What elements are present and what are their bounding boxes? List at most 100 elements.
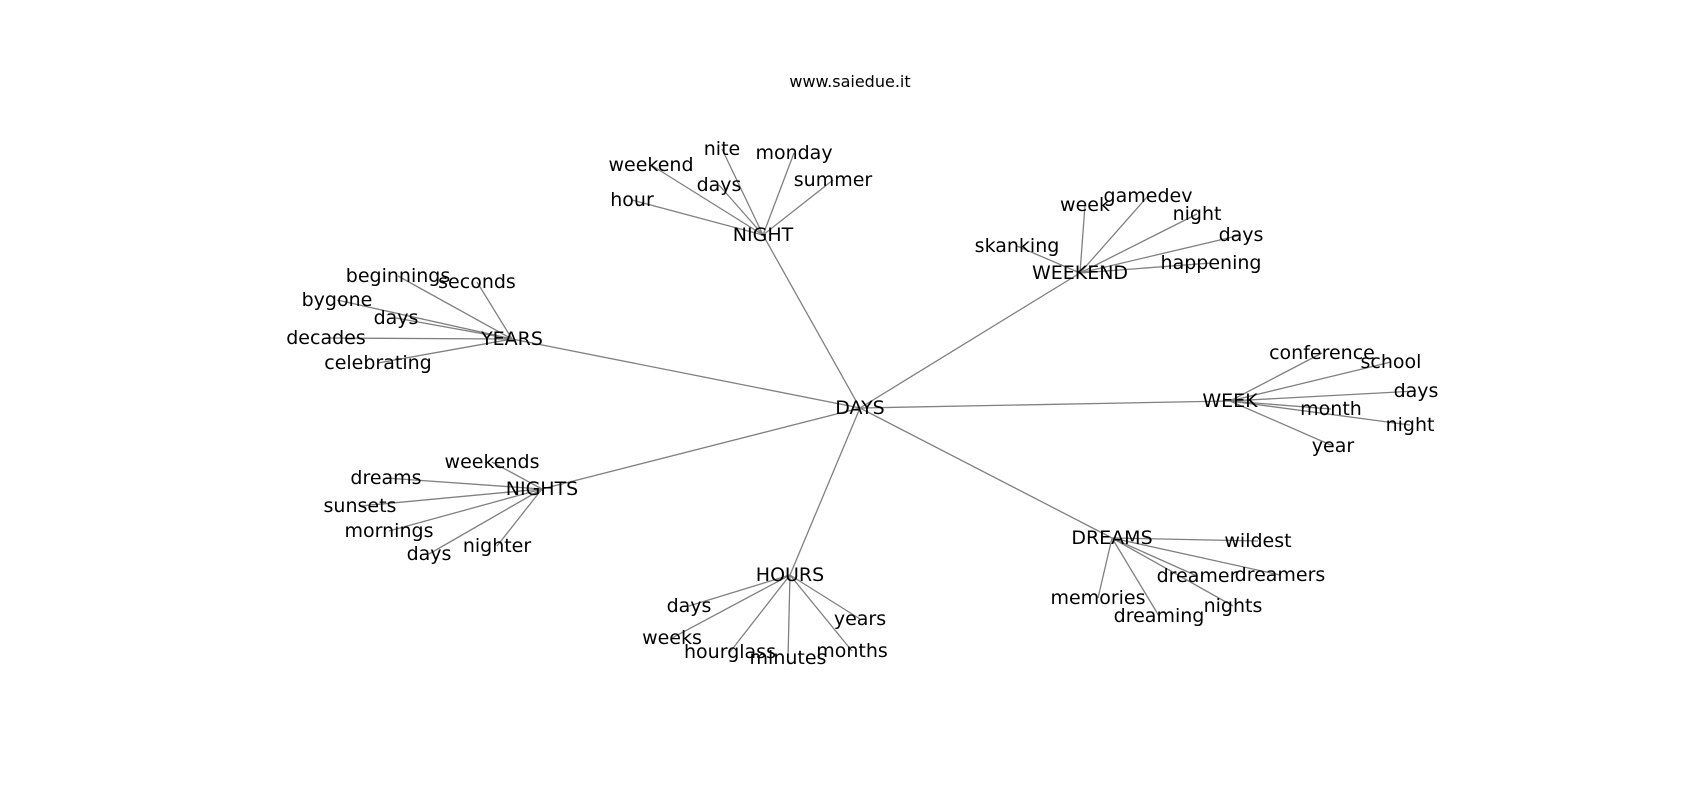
- edge-years-y_days: [395, 317, 513, 340]
- edge-night-n_monday: [762, 152, 795, 236]
- edge-dreams-d_dreamer: [1111, 537, 1198, 577]
- node-w-night: night: [1386, 414, 1435, 436]
- edge-hours-h_weeks: [671, 574, 791, 639]
- edge-nights-ns_weekends: [491, 461, 543, 490]
- edge-nights-ns_days: [428, 488, 543, 555]
- edge-hours-h_hourglass: [729, 574, 791, 653]
- node-y-bygone: bygone: [302, 289, 373, 311]
- edge-years-y_decades: [325, 337, 513, 340]
- node-hours: HOURS: [756, 564, 824, 586]
- edge-night-n_days: [718, 184, 764, 236]
- edge-hours-h_years: [789, 574, 861, 620]
- node-years: YEARS: [480, 328, 543, 350]
- label-layer: DAYS NIGHT WEEKEND YEARS WEEK NIGHTS HOURS DREA…: [286, 138, 1438, 669]
- edge-dreams-d_wildest: [1111, 537, 1259, 542]
- edge-days_root-weekend: [859, 272, 1081, 409]
- node-y-seconds: seconds: [438, 271, 516, 293]
- node-d-dreamers: dreamers: [1235, 564, 1326, 586]
- node-ns-mornings: mornings: [345, 520, 434, 542]
- edge-hours-h_months: [789, 574, 853, 652]
- edge-week-w_days: [1229, 390, 1417, 402]
- node-d-memories: memories: [1050, 587, 1145, 609]
- edge-days_root-years: [511, 338, 861, 409]
- edge-dreams-d_nights: [1111, 537, 1234, 607]
- edge-days_root-hours: [789, 407, 861, 576]
- node-n-hour: hour: [610, 189, 654, 211]
- node-we-gamedev: gamedev: [1104, 185, 1193, 207]
- node-y-decades: decades: [286, 327, 366, 349]
- node-night: NIGHT: [733, 224, 794, 246]
- edge-years-y_beginnings: [397, 275, 513, 340]
- node-ns-weekends: weekends: [445, 451, 540, 473]
- node-d-dreaming: dreaming: [1114, 605, 1205, 627]
- edge-weekend-we_week: [1079, 204, 1086, 274]
- node-n-nite: nite: [704, 138, 740, 160]
- edge-years-y_bygone: [336, 299, 513, 340]
- edge-week-w_conference: [1229, 352, 1323, 402]
- node-w-year: year: [1312, 435, 1355, 457]
- node-we-days: days: [1219, 224, 1264, 246]
- node-week: WEEK: [1202, 390, 1258, 412]
- edge-dreams-d_dreamers: [1111, 537, 1281, 576]
- edge-days_root-night: [762, 234, 861, 409]
- node-nights: NIGHTS: [506, 478, 579, 500]
- node-we-skanking: skanking: [975, 235, 1060, 257]
- edge-dreams-d_memories: [1097, 537, 1113, 599]
- node-we-happening: happening: [1161, 252, 1262, 274]
- edge-layer: [325, 148, 1417, 659]
- edge-weekend-we_night: [1079, 213, 1198, 274]
- node-ns-nighter: nighter: [463, 535, 532, 557]
- edge-days_root-dreams: [859, 407, 1113, 539]
- node-w-conference: conference: [1269, 342, 1375, 364]
- edge-week-w_year: [1229, 400, 1334, 447]
- edge-weekend-we_skanking: [1016, 245, 1081, 274]
- node-y-celebrating: celebrating: [324, 352, 431, 374]
- edge-weekend-we_happening: [1079, 262, 1212, 274]
- edge-night-n_summer: [762, 179, 834, 236]
- edge-weekend-we_days: [1079, 234, 1242, 274]
- edge-years-y_celebrating: [377, 338, 513, 364]
- edge-nights-ns_nighter: [496, 488, 543, 547]
- node-y-beginnings: beginnings: [346, 265, 450, 287]
- edge-night-n_hour: [631, 199, 764, 236]
- edge-hours-h_minutes: [787, 574, 791, 659]
- node-ns-sunsets: sunsets: [324, 495, 397, 517]
- node-d-nights: nights: [1204, 595, 1263, 617]
- edge-hours-h_days: [688, 574, 791, 607]
- node-w-month: month: [1300, 398, 1362, 420]
- node-y-days: days: [374, 307, 419, 329]
- edge-night-n_weekend: [650, 164, 764, 236]
- node-n-weekend: weekend: [608, 154, 693, 176]
- node-h-hourglass: hourglass: [684, 641, 776, 663]
- node-we-week: week: [1060, 194, 1110, 216]
- edge-week-w_night: [1229, 400, 1411, 426]
- edge-dreams-d_dreaming: [1111, 537, 1160, 617]
- watermark: www.saiedue.it: [789, 72, 911, 91]
- edge-weekend-we_gamedev: [1079, 195, 1149, 274]
- node-h-years: years: [834, 608, 886, 630]
- edge-night-n_nite: [721, 148, 764, 236]
- edge-days_root-week: [859, 400, 1231, 409]
- node-h-days: days: [667, 595, 712, 617]
- node-d-wildest: wildest: [1224, 530, 1291, 552]
- node-w-school: school: [1361, 351, 1422, 373]
- node-w-days: days: [1394, 380, 1439, 402]
- node-h-weeks: weeks: [642, 627, 702, 649]
- node-ns-days: days: [407, 543, 452, 565]
- node-h-minutes: minutes: [750, 647, 827, 669]
- edge-days_root-nights: [541, 407, 861, 490]
- node-dreams: DREAMS: [1071, 527, 1152, 549]
- node-d-dreamer: dreamer: [1157, 565, 1238, 587]
- node-h-months: months: [816, 640, 888, 662]
- node-weekend: WEEKEND: [1032, 262, 1128, 284]
- node-we-night: night: [1173, 203, 1222, 225]
- edge-week-w_month: [1229, 400, 1332, 410]
- edge-nights-ns_mornings: [388, 488, 543, 532]
- node-days-root: DAYS: [835, 397, 885, 419]
- node-ns-dreams: dreams: [350, 467, 421, 489]
- edge-nights-ns_dreams: [385, 477, 543, 490]
- edge-week-w_school: [1229, 361, 1392, 402]
- node-n-days: days: [697, 174, 742, 196]
